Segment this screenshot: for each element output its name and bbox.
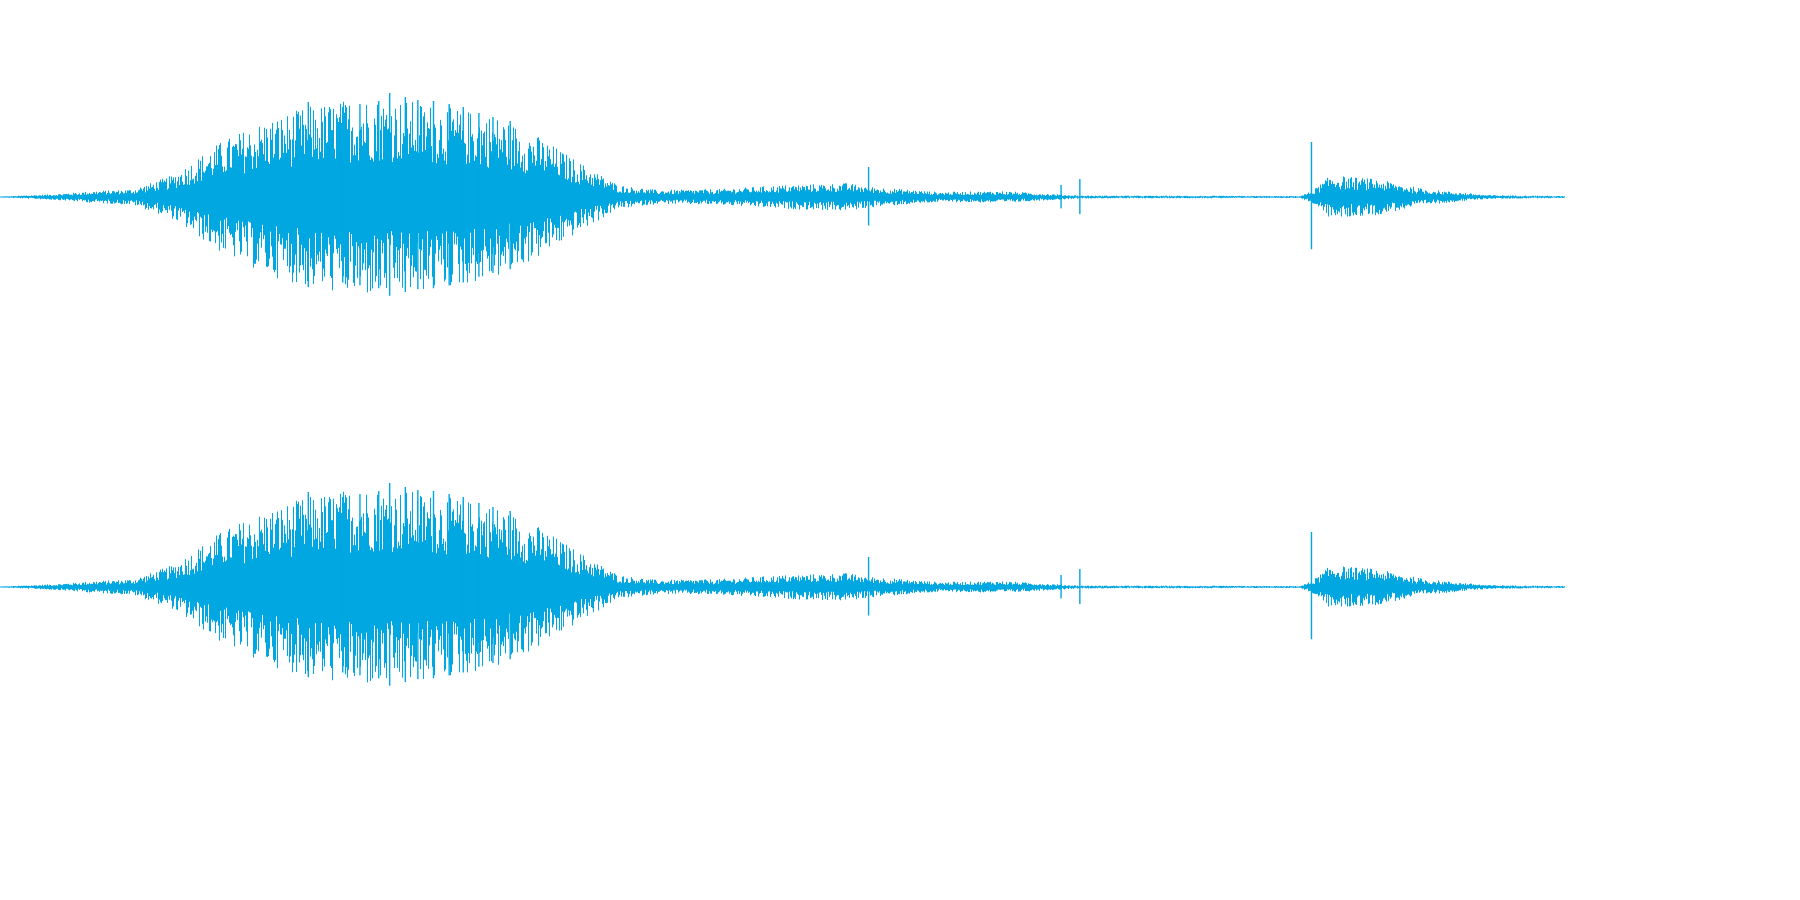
waveform-channel-2 [0, 483, 1565, 686]
waveform-samples [0, 101, 1565, 293]
waveform-channel-1 [0, 93, 1565, 296]
waveform-samples [0, 491, 1565, 683]
